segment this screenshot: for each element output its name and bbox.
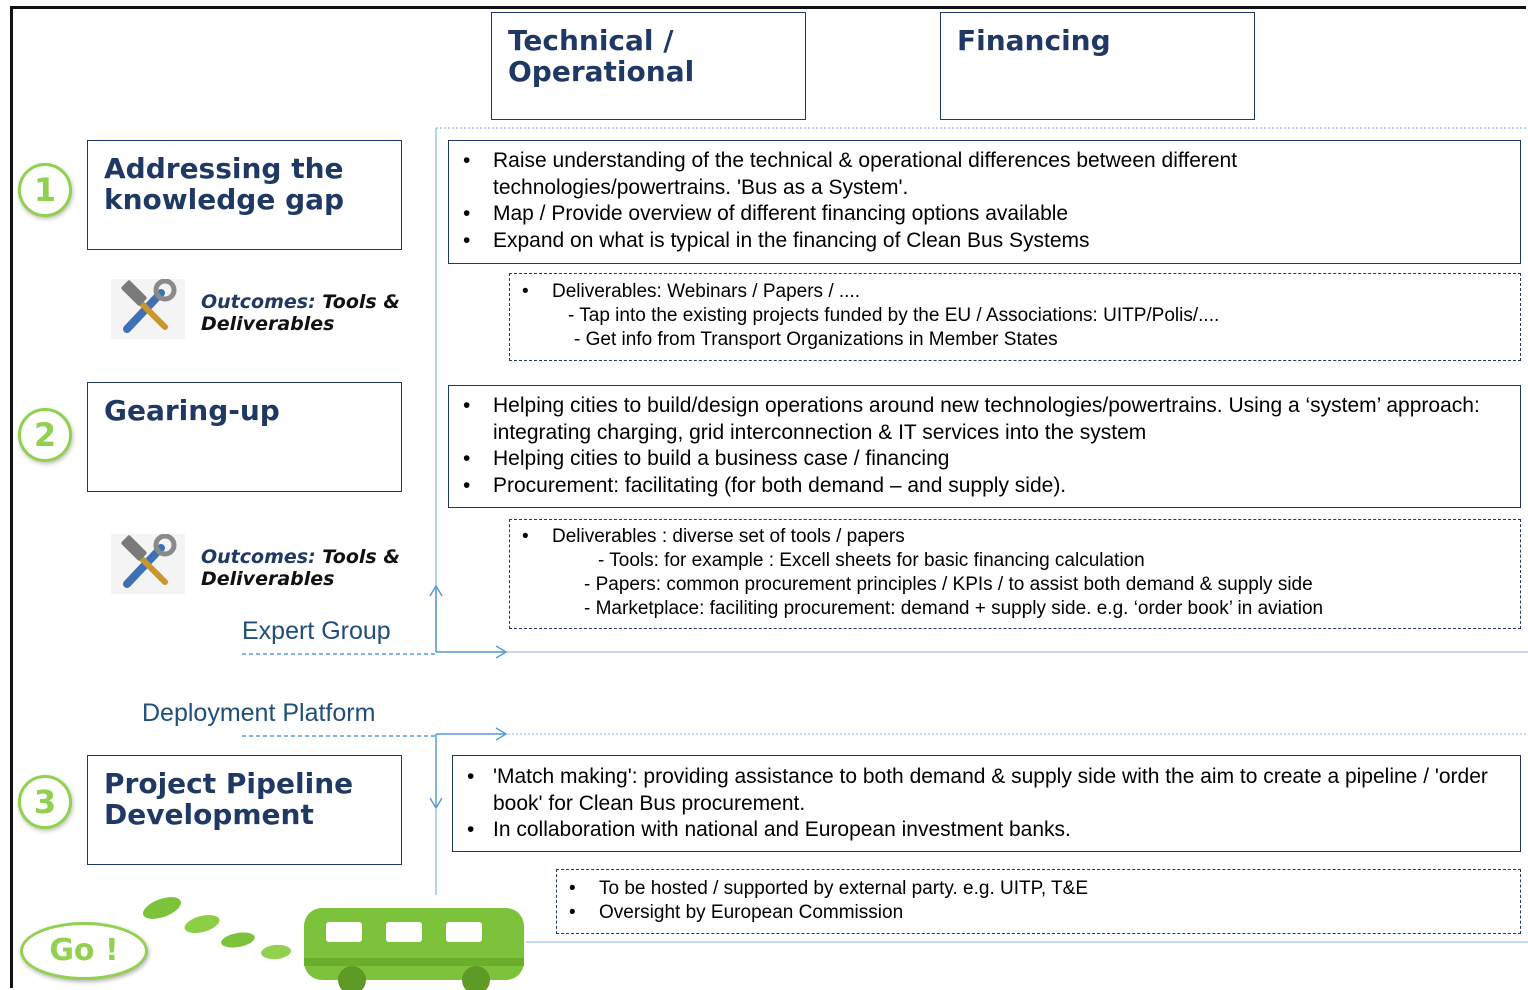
stage-1-title: Addressing the knowledge gap	[87, 140, 402, 250]
stage-3-title: Project Pipeline Development	[87, 755, 402, 865]
tools-icon	[111, 279, 185, 339]
header-technical-operational: Technical / Operational	[491, 12, 806, 120]
stage-3-activities: 'Match making': providing assistance to …	[452, 755, 1521, 852]
stage-3-bullet: In collaboration with national and Europ…	[453, 817, 1520, 844]
deliverables-sub: - Marketplace: faciliting procurement: d…	[584, 598, 1324, 619]
stage-2-activities: Helping cities to build/design operation…	[448, 385, 1521, 508]
stage-2-outcomes: Outcomes: Tools & Deliverables	[201, 546, 429, 590]
outcomes-label: Outcomes:	[201, 546, 316, 568]
platform-item: To be hosted / supported by external par…	[557, 877, 1520, 901]
deployment-platform-label: Deployment Platform	[142, 699, 376, 727]
stage-3-bullet: 'Match making': providing assistance to …	[453, 764, 1520, 817]
diagram-frame	[10, 6, 1526, 988]
tools-icon	[111, 534, 185, 594]
header-financing: Financing	[940, 12, 1255, 120]
stage-1-bullet: Expand on what is typical in the financi…	[449, 228, 1520, 255]
expert-group-label: Expert Group	[242, 617, 391, 645]
stage-2-bullet: Helping cities to build a business case …	[449, 446, 1520, 473]
stage-2-deliverables: Deliverables : diverse set of tools / pa…	[509, 519, 1521, 629]
bus-icon	[304, 908, 524, 990]
step-number-2: 2	[18, 408, 72, 462]
platform-item: Oversight by European Commission	[557, 901, 1520, 925]
stage-2-title: Gearing-up	[87, 382, 402, 492]
deliverables-head: Deliverables : diverse set of tools / pa…	[510, 525, 1520, 549]
platform-details: To be hosted / supported by external par…	[556, 869, 1521, 934]
deliverables-sub: - Tap into the existing projects funded …	[568, 305, 1220, 326]
stage-2-bullet: Procurement: facilitating (for both dema…	[449, 473, 1520, 500]
stage-1-deliverables: Deliverables: Webinars / Papers / .... -…	[509, 273, 1521, 361]
outcomes-text: Tools & Deliverables	[201, 546, 400, 590]
outcomes-text: Tools & Deliverables	[201, 291, 400, 335]
step-number-3: 3	[18, 775, 72, 829]
stage-1-bullet: Raise understanding of the technical & o…	[449, 148, 1520, 201]
outcomes-label: Outcomes:	[201, 291, 316, 313]
stage-1-outcomes: Outcomes: Tools & Deliverables	[201, 291, 429, 335]
step-number-1: 1	[18, 163, 72, 217]
stage-1-bullet: Map / Provide overview of different fina…	[449, 201, 1520, 228]
stage-1-activities: Raise understanding of the technical & o…	[448, 140, 1521, 264]
leaf-icon	[142, 897, 291, 960]
stage-2-bullet: Helping cities to build/design operation…	[449, 393, 1520, 446]
go-badge: Go !	[20, 922, 148, 980]
deliverables-sub: - Tools: for example : Excell sheets for…	[598, 550, 1145, 571]
deliverables-head: Deliverables: Webinars / Papers / ....	[510, 280, 1520, 304]
deliverables-sub: - Papers: common procurement principles …	[584, 574, 1313, 595]
deliverables-sub: - Get info from Transport Organizations …	[574, 329, 1058, 350]
